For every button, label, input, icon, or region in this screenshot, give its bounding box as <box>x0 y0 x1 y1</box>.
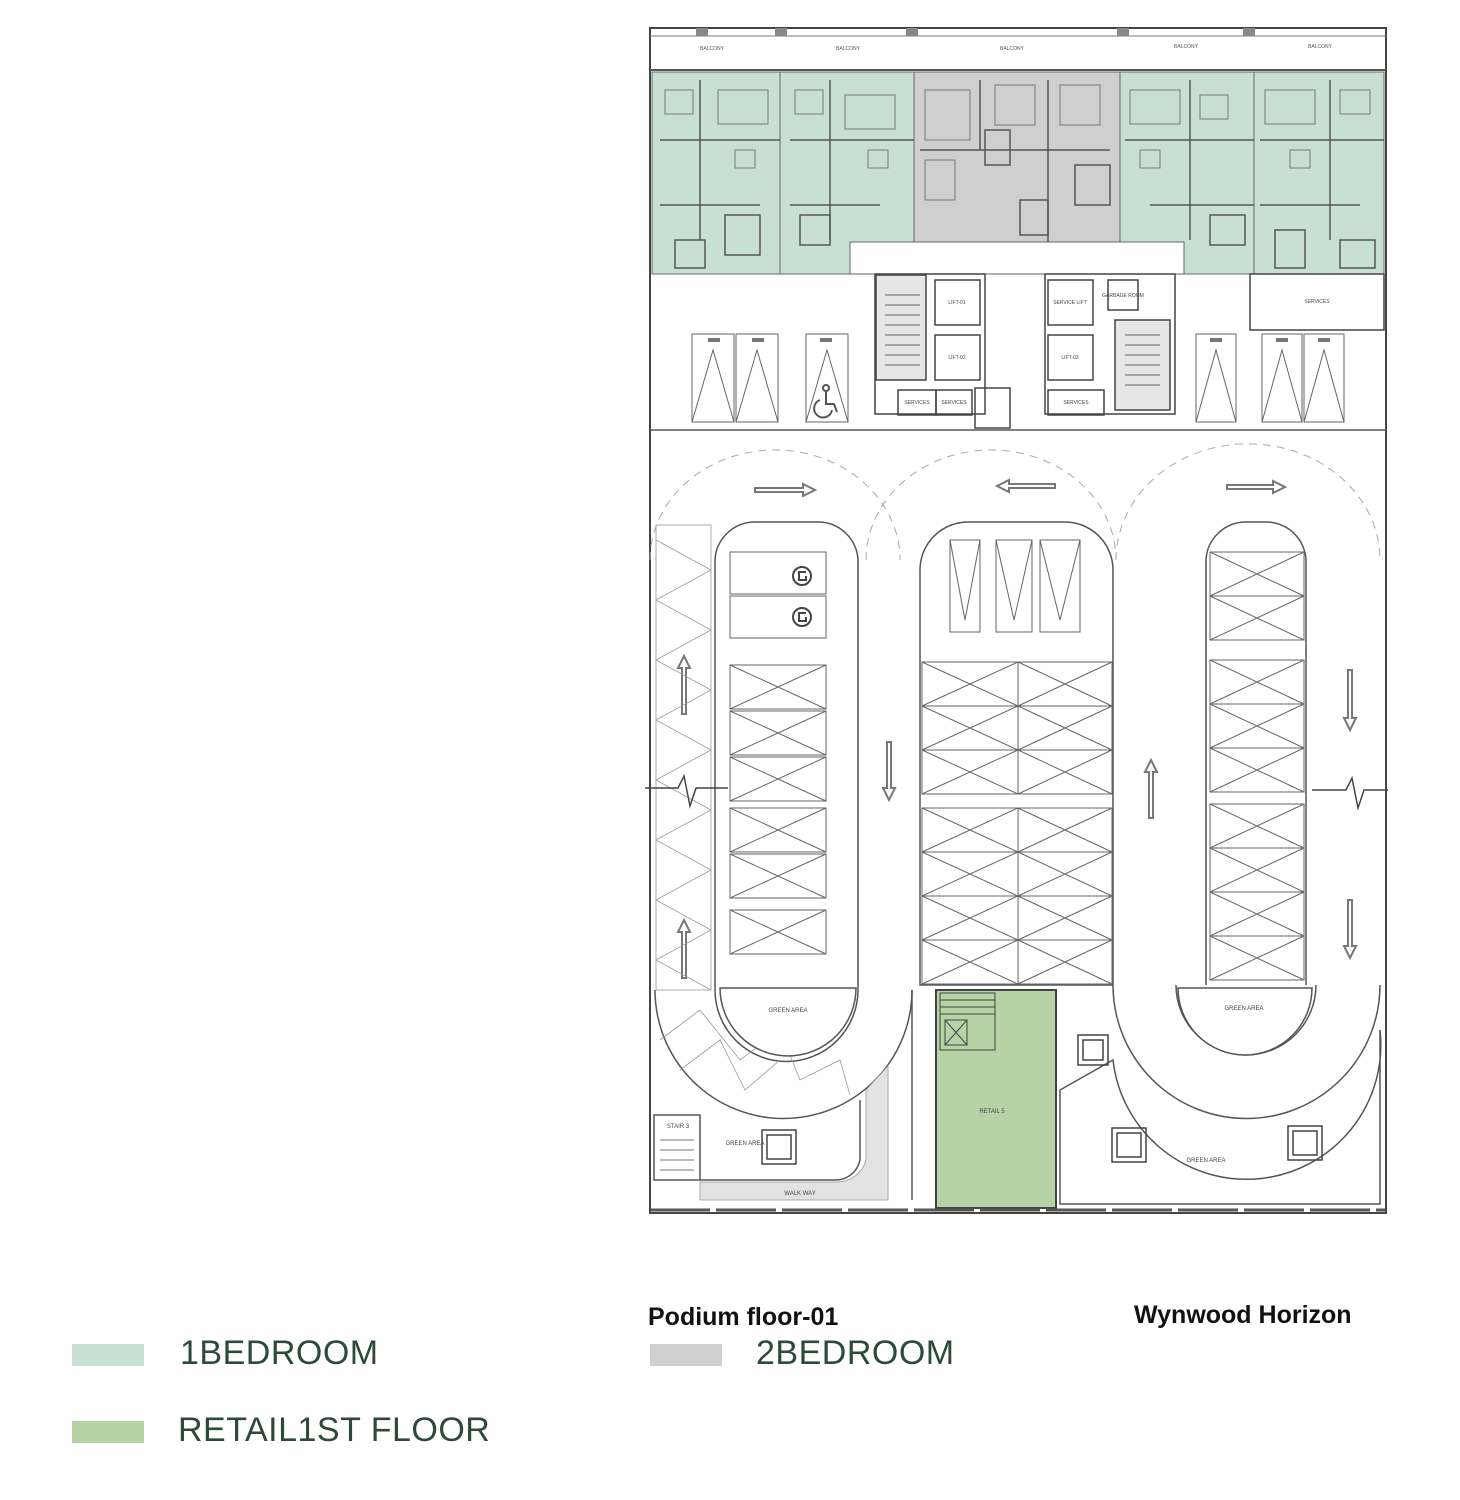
legend-label-one-bedroom: 1BEDROOM <box>180 1334 379 1372</box>
legend-swatch-retail <box>72 1421 144 1443</box>
stair-3 <box>653 1114 701 1181</box>
parking-bays-left <box>729 551 827 955</box>
services-label-1: SERVICES <box>904 400 930 406</box>
legend-swatch-two-bedroom <box>650 1344 722 1366</box>
green-area-label-2: GREEN AREA <box>1224 1006 1263 1012</box>
services-label-2: SERVICES <box>941 400 967 406</box>
parking-bays-right <box>1209 551 1305 981</box>
traffic-arrows <box>676 478 1358 979</box>
green-area-left-island <box>719 987 857 1057</box>
stair-treads <box>885 294 1160 386</box>
zone-labels: GREEN AREA GREEN AREA GREEN AREA GREEN A… <box>667 1006 1264 1197</box>
retail-label: RETAIL 5 <box>979 1109 1005 1115</box>
retail-stair <box>939 992 996 1051</box>
green-area-label-1: GREEN AREA <box>768 1008 807 1014</box>
driveway-dashed-lanes <box>649 443 1381 561</box>
wheel-stops <box>708 338 1330 342</box>
furniture-hints <box>664 84 1371 201</box>
lift-02-label: LIFT-02 <box>948 355 965 361</box>
green-area-label-4: GREEN AREA <box>1186 1158 1225 1164</box>
balcony-label-5: BALCONY <box>1308 44 1333 50</box>
walkway-label: WALK WAY <box>784 1191 815 1197</box>
top-parking-bays <box>691 333 1345 423</box>
core-labels: LIFT-01 LIFT-02 SERVICE LIFT LIFT-03 GAR… <box>904 293 1330 406</box>
stair-3-label: STAIR 3 <box>667 1124 690 1130</box>
legend-label-retail: RETAIL1ST FLOOR <box>178 1411 491 1449</box>
balcony-label-4: BALCONY <box>1174 44 1199 50</box>
green-area-right-island <box>1177 987 1313 1056</box>
balcony-label-1: BALCONY <box>700 46 725 52</box>
service-lift-label: SERVICE LIFT <box>1053 300 1087 306</box>
green-area-label-3: GREEN AREA <box>725 1141 764 1147</box>
garbage-room-label: GARBAGE ROOM <box>1102 293 1144 299</box>
legend-swatch-one-bedroom <box>72 1344 144 1366</box>
ev-charging-icons <box>792 566 812 627</box>
core <box>874 273 1385 429</box>
lift-03-label: LIFT-03 <box>1061 355 1078 361</box>
balcony-label-3: BALCONY <box>1000 46 1025 52</box>
accessible-parking-icon <box>813 384 838 419</box>
parking-bays-center <box>921 539 1113 985</box>
one-bedroom-unit-2 <box>779 71 915 275</box>
building-outline <box>649 27 1387 1214</box>
lower-right-green-area <box>1059 1029 1382 1205</box>
balcony-label-2: BALCONY <box>836 46 861 52</box>
legend-label-two-bedroom: 2BEDROOM <box>756 1334 955 1372</box>
walkway-hatch <box>699 1064 889 1201</box>
one-bedroom-unit-1 <box>651 71 781 275</box>
planters <box>761 1034 1323 1165</box>
apartment-interior-walls <box>660 80 1384 269</box>
retail-unit <box>935 989 1057 1209</box>
one-bedroom-unit-4 <box>1253 71 1385 275</box>
stair-3-treads <box>660 1139 694 1171</box>
balcony-labels: BALCONY BALCONY BALCONY BALCONY BALCONY <box>700 44 1333 52</box>
two-bedroom-unit <box>913 71 1121 243</box>
driveway-islands <box>714 521 1307 990</box>
driveway-outer-curves <box>654 984 1381 1200</box>
lift-01-label: LIFT-01 <box>948 300 965 306</box>
floor-title: Podium floor-01 <box>648 1303 839 1331</box>
break-lines <box>645 773 1388 811</box>
corridor <box>849 241 1185 275</box>
services-label-3: SERVICES <box>1063 400 1089 406</box>
project-name: Wynwood Horizon <box>1134 1301 1352 1329</box>
balcony-columns <box>696 28 1255 36</box>
services-label-4: SERVICES <box>1304 299 1330 305</box>
